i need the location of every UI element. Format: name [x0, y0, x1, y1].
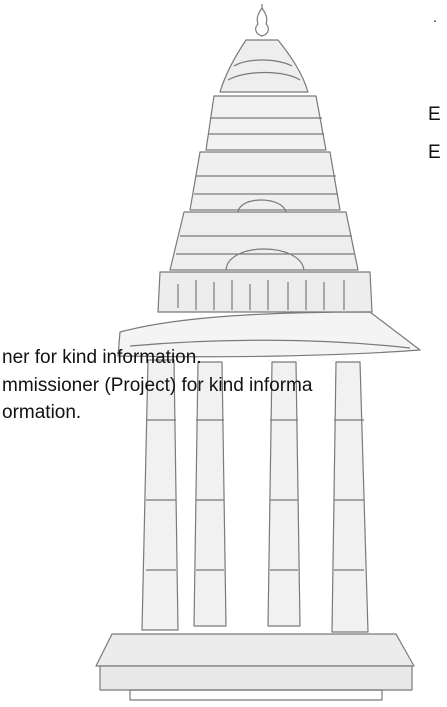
tier-2	[189, 151, 341, 211]
body-line-2: mmissioner (Project) for kind informa	[2, 375, 313, 396]
tier-3	[169, 211, 359, 271]
base	[95, 633, 415, 667]
top-mark: .	[433, 9, 437, 25]
pillar-3	[267, 361, 301, 627]
pillar-4	[331, 361, 369, 633]
tier-1	[205, 95, 327, 151]
right-letter-1: E	[428, 104, 441, 125]
finial	[255, 7, 269, 37]
body-line-1: ner for kind information.	[2, 347, 202, 368]
dome	[219, 39, 309, 93]
frieze	[157, 271, 373, 313]
body-line-3: ormation.	[2, 402, 82, 423]
canopy	[117, 311, 421, 358]
pillar-1	[141, 359, 179, 631]
pillar-2	[193, 361, 227, 627]
right-letter-2: E	[428, 142, 441, 163]
